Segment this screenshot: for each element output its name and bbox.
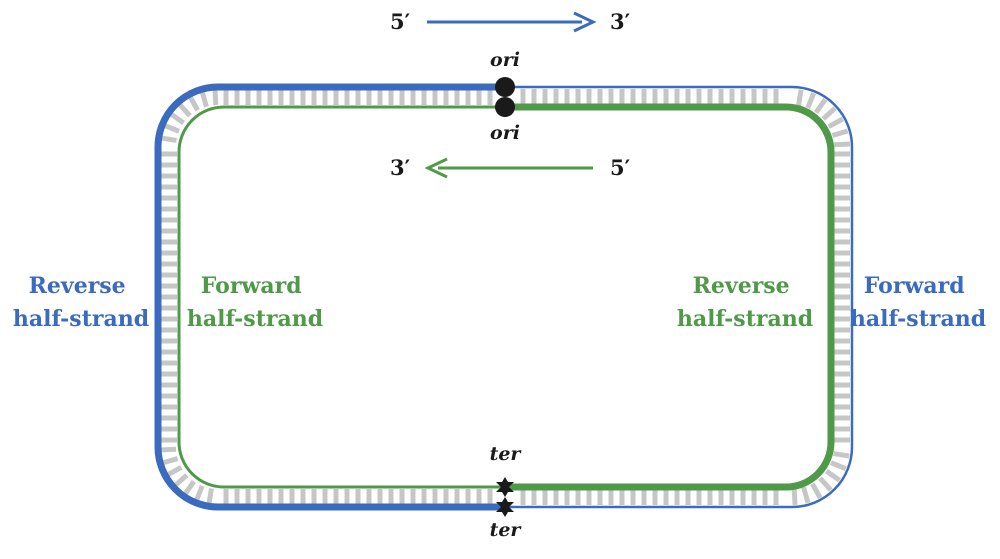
base-pair-rung [801, 486, 811, 504]
outer-strand-left-half [154, 83, 505, 511]
ori-top-dot [495, 77, 515, 97]
middle-direction-arrow: 3′ 5′ [390, 155, 631, 180]
base-pair-rung [791, 488, 798, 506]
outer-left-strand-label: Reverse half-strand [13, 273, 149, 332]
base-pair-rung [827, 116, 844, 129]
ori-top-label: ori [490, 49, 520, 71]
base-pair-rung [163, 122, 180, 134]
ori-bottom-label: ori [490, 122, 520, 144]
inner-strand-right-half [505, 103, 835, 491]
base-pair-rung [166, 465, 183, 478]
base-pair-rung [193, 485, 205, 502]
base-pair-rung [814, 98, 828, 115]
base-pair-rung [796, 89, 804, 106]
base-pair-rung [833, 141, 851, 148]
base-pair-rung [169, 111, 186, 125]
base-pair-rung [212, 88, 219, 106]
base-pair-rung [160, 135, 177, 143]
top-arrow-right-label: 3′ [610, 9, 631, 34]
outer-strand-right-half [505, 85, 854, 509]
base-pair-rung [818, 476, 833, 492]
base-pair-rung [824, 469, 841, 483]
base-pair-rung [821, 106, 837, 121]
ter-top-star [496, 477, 514, 497]
base-pair-rung [161, 456, 179, 466]
mid-arrow-left-label: 3′ [390, 155, 411, 180]
base-pair-rung [805, 92, 817, 109]
ori-bottom-dot [495, 97, 515, 117]
base-pair-rung [830, 460, 847, 472]
outer-right-strand-label: Forward half-strand [850, 273, 986, 332]
base-pair-rungs [159, 88, 851, 506]
base-pair-rung [199, 90, 209, 108]
top-arrow-left-label: 5′ [390, 9, 411, 34]
base-pair-rung [833, 451, 850, 459]
ter-bottom-star [496, 497, 514, 517]
base-pair-rung [177, 102, 192, 118]
inner-strand-left-half [177, 105, 505, 489]
inner-right-strand-label: Reverse half-strand [677, 273, 813, 332]
base-pair-rung [159, 446, 177, 453]
ter-top-label: ter [490, 443, 523, 465]
mid-arrow-right-label: 5′ [610, 155, 631, 180]
base-pair-rung [810, 482, 823, 499]
base-pair-rung [173, 473, 189, 488]
ter-bottom-label: ter [490, 519, 523, 541]
base-pair-rung [182, 479, 196, 496]
base-pair-rung [831, 128, 849, 138]
base-pair-rung [206, 488, 214, 505]
base-pair-rung [187, 95, 200, 112]
top-direction-arrow: 5′ 3′ [390, 9, 631, 34]
inner-left-strand-label: Forward half-strand [187, 273, 323, 332]
